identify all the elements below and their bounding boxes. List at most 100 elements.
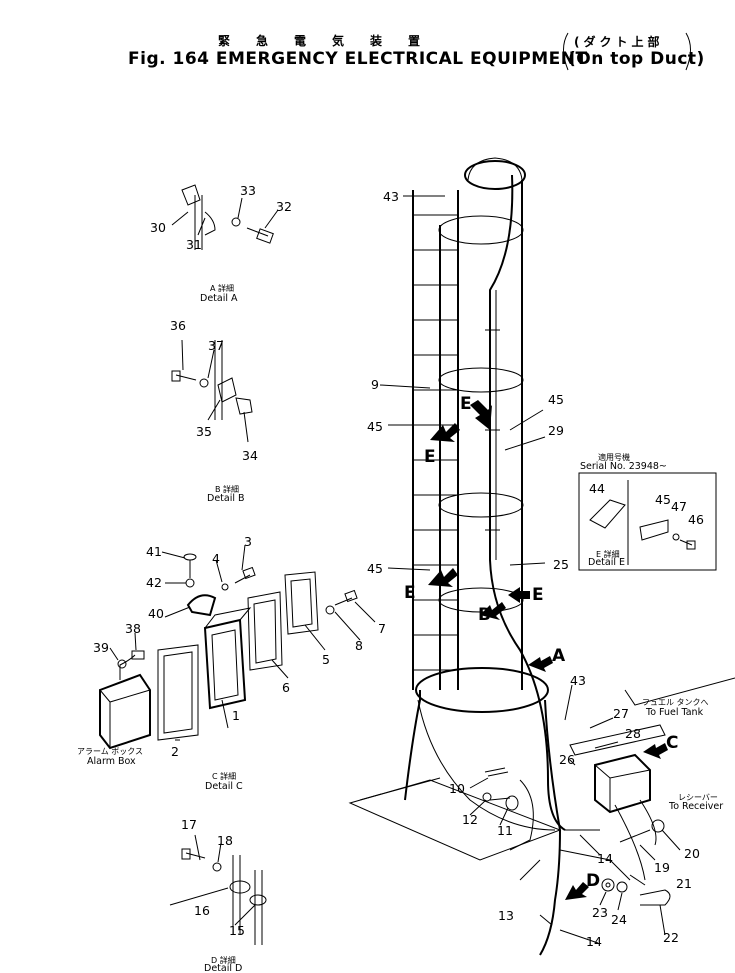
detail-a-drawing: [181, 184, 274, 250]
arrow-a-icon: [528, 656, 553, 672]
part-number-12: 12: [462, 812, 478, 827]
view-arrows: [428, 400, 668, 900]
part-number-45-a: 45: [367, 419, 383, 434]
part-number-27: 27: [613, 706, 629, 721]
part-number-43-bottom: 43: [570, 673, 586, 688]
part-number-31: 31: [186, 237, 202, 252]
part-number-43-top: 43: [383, 189, 399, 204]
part-number-14-lower: 14: [586, 934, 602, 949]
part-number-32: 32: [276, 199, 292, 214]
alarm-box-label: Alarm Box: [87, 756, 136, 767]
part-number-6: 6: [282, 680, 290, 695]
detail-d-drawing: [181, 848, 267, 945]
part-number-13: 13: [498, 908, 514, 923]
figure-title-paren: (On top Duct): [568, 49, 705, 69]
part-number-11: 11: [497, 823, 513, 838]
part-number-44: 44: [589, 481, 605, 496]
part-number-23: 23: [592, 905, 608, 920]
part-number-36: 36: [170, 318, 186, 333]
serial-label-jp: 適用号機: [598, 453, 630, 462]
part-number-2: 2: [171, 744, 179, 759]
title-paren-left: [563, 32, 569, 71]
part-number-9: 9: [371, 377, 379, 392]
detail-a-caption-jp: A 詳細: [210, 284, 235, 293]
wiring-harness: [482, 677, 735, 956]
part-number-24: 24: [611, 912, 627, 927]
detail-c-drawing: [99, 553, 358, 750]
part-number-4: 4: [212, 551, 220, 566]
receiver-label-jp: レシーバー: [678, 793, 718, 802]
part-number-39: 39: [93, 640, 109, 655]
detail-a-caption: Detail A: [200, 293, 238, 304]
arrow-d-icon: [565, 882, 589, 900]
receiver-label: To Receiver: [669, 801, 724, 812]
detail-e-caption: Detail E: [588, 557, 626, 568]
detail-b-caption-jp: B 詳細: [215, 485, 240, 494]
part-number-28: 28: [625, 726, 641, 741]
serial-number: Serial No. 23948~: [580, 461, 667, 472]
figure-title: Fig. 164 EMERGENCY ELECTRICAL EQUIPMENT: [128, 49, 588, 69]
part-number-7: 7: [378, 621, 386, 636]
part-number-30: 30: [150, 220, 166, 235]
part-number-29: 29: [548, 423, 564, 438]
alarm-box-label-jp: アラーム ボックス: [77, 747, 144, 756]
part-number-42: 42: [146, 575, 162, 590]
detail-b-drawing: [171, 340, 253, 420]
title-japanese: 緊急電気装置: [218, 34, 447, 48]
view-letter-e-right: E: [532, 585, 544, 605]
part-number-41: 41: [146, 544, 162, 559]
part-number-16: 16: [194, 903, 210, 918]
arrow-c-icon: [643, 743, 668, 759]
part-number-18: 18: [217, 833, 233, 848]
part-number-14-upper: 14: [597, 851, 613, 866]
part-number-3: 3: [244, 534, 252, 549]
part-number-8: 8: [355, 638, 363, 653]
part-number-35: 35: [196, 424, 212, 439]
view-letter-d: D: [586, 871, 601, 891]
part-number-34: 34: [242, 448, 258, 463]
arrow-e-lower-icon: [428, 568, 458, 587]
part-number-38: 38: [125, 621, 141, 636]
view-letter-e-lower: E: [404, 583, 416, 603]
part-number-47: 47: [671, 499, 687, 514]
title-paren-right: [685, 32, 691, 71]
detail-e-box: [578, 472, 717, 571]
part-number-22: 22: [663, 930, 679, 945]
leader-lines: [109, 195, 681, 944]
arrow-e-upper-icon: [470, 400, 492, 430]
view-letter-a: A: [552, 646, 566, 666]
part-number-21: 21: [676, 876, 692, 891]
detail-d-caption-jp: D 詳細: [211, 956, 236, 965]
part-number-45-b: 45: [548, 392, 564, 407]
view-letter-e-left: E: [424, 447, 436, 467]
part-number-17: 17: [181, 817, 197, 832]
detail-b-caption: Detail B: [207, 493, 245, 504]
part-number-25: 25: [553, 557, 569, 572]
part-number-33: 33: [240, 183, 256, 198]
detail-c-caption-jp: C 詳細: [212, 772, 237, 781]
fuel-tank-label: To Fuel Tank: [646, 707, 704, 718]
arrow-e-left-icon: [430, 423, 460, 442]
arrow-e-right-icon: [508, 587, 530, 603]
part-number-26: 26: [559, 752, 575, 767]
detail-c-caption: Detail C: [205, 781, 243, 792]
part-number-37: 37: [208, 338, 224, 353]
view-letter-e-upper: E: [460, 394, 472, 414]
part-number-45-d: 45: [655, 492, 671, 507]
duct-tower: [348, 157, 566, 861]
part-number-15: 15: [229, 923, 245, 938]
detail-d-caption: Detail D: [204, 963, 243, 973]
part-number-45-c: 45: [367, 561, 383, 576]
part-number-40: 40: [148, 606, 164, 621]
part-number-46: 46: [688, 512, 704, 527]
detail-e-caption-jp: E 詳細: [596, 550, 620, 559]
view-letter-c: C: [666, 733, 679, 753]
part-number-10: 10: [449, 781, 465, 796]
part-number-5: 5: [322, 652, 330, 667]
part-number-1: 1: [232, 708, 240, 723]
part-number-20: 20: [684, 846, 700, 861]
part-number-19: 19: [654, 860, 670, 875]
arrow-b-icon: [480, 602, 506, 620]
